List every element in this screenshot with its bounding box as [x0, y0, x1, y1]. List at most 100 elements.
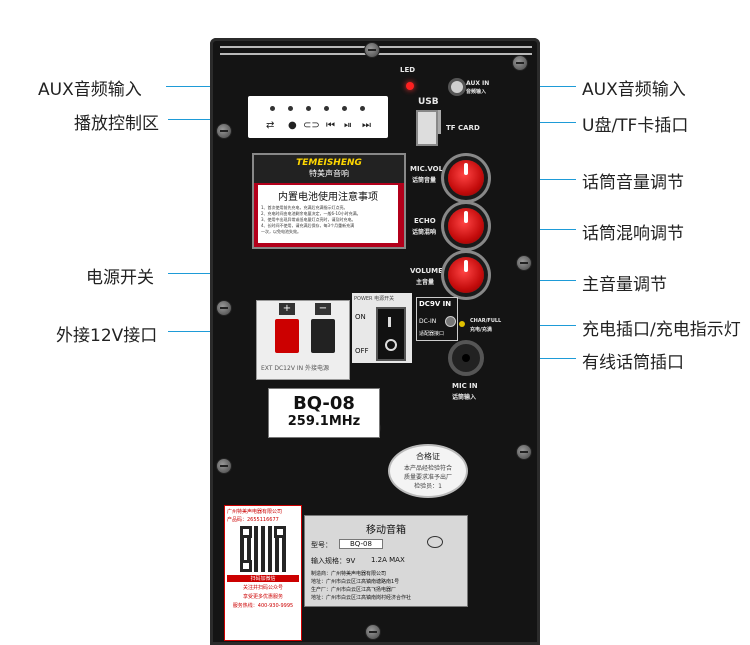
on-label: ON — [355, 313, 366, 321]
ext-12v-terminal: + − EXT DC12V IN 外接电源 — [256, 300, 350, 380]
dc-in-jack[interactable] — [445, 316, 456, 327]
echo-knob[interactable] — [448, 208, 484, 244]
callout-mic-volume: 话筒音量调节 — [582, 173, 684, 193]
mic-in-cn-label: 话筒输入 — [452, 394, 477, 401]
indicator-led-icon — [306, 106, 311, 111]
tf-card-label: TF CARD — [446, 124, 480, 132]
qr-line: 产品码：2655116677 — [227, 517, 279, 523]
mic-in-jack[interactable] — [448, 340, 484, 376]
playback-control-panel: ⇄ ● ⊂⊃ ⏮ ⏯ ⏭ — [248, 96, 388, 138]
negative-clip[interactable] — [311, 319, 335, 353]
main-volume-knob[interactable] — [448, 257, 484, 293]
screw-icon — [216, 123, 232, 139]
screw-icon — [516, 444, 532, 460]
off-label: OFF — [355, 347, 369, 355]
model-name: BQ-08 — [293, 393, 355, 414]
cert-line: 本产品经检验符合 — [403, 465, 452, 472]
warning-brand-header: TEMEISHENG 特美声音响 — [254, 155, 404, 183]
previous-icon[interactable]: ⏮ — [326, 120, 335, 131]
qr-line: 关注并扫码公众号 — [242, 585, 283, 591]
play-pause-icon[interactable]: ⏯ — [344, 120, 352, 131]
aux-in-cn-label: 音频输入 — [466, 89, 487, 95]
plate-title: 移动音箱 — [366, 525, 406, 536]
charfull-cn-label: 充电/充满 — [470, 327, 492, 333]
cert-line: 质量要求准予出厂 — [403, 474, 452, 481]
indicator-led-icon — [342, 106, 347, 111]
mic-volume-knob[interactable] — [448, 160, 484, 196]
callout-power-switch: 电源开关 — [86, 268, 154, 288]
mic-vol-cn-label: 话筒音量 — [412, 177, 437, 184]
mode-switch-icon[interactable]: ⇄ — [266, 120, 275, 131]
qr-finder-icon — [240, 560, 252, 572]
warning-line: 4、长时间不使用，请充满后保存，每3个月重新充满 — [261, 223, 355, 228]
echo-cn-label: 话筒混响 — [412, 229, 437, 236]
leader-line — [168, 119, 250, 120]
power-switch-housing: POWER 电源开关 ON OFF — [352, 293, 412, 363]
callout-echo: 话筒混响调节 — [582, 224, 684, 244]
dc-in-label: DC-IN — [419, 318, 437, 325]
qr-line: 服务热线：400-930-9995 — [232, 603, 294, 609]
screw-icon — [216, 300, 232, 316]
model-sticker: BQ-08 259.1MHz — [268, 388, 380, 438]
led-indicator — [406, 82, 414, 90]
plate-address-2: 地址：广州市白云区江高镇南岗村经济合作社 — [311, 595, 412, 601]
battery-warning-label: TEMEISHENG 特美声音响 内置电池使用注意事项 1、首次使用前先充电，充… — [252, 153, 406, 249]
rocker-mark-icon — [388, 317, 391, 327]
callout-ext-12v: 外接12V接口 — [56, 326, 158, 346]
certification-mark-icon — [427, 536, 443, 548]
power-rocker-switch[interactable] — [376, 307, 406, 361]
callout-main-volume: 主音量调节 — [582, 275, 667, 295]
tf-card-slot[interactable] — [438, 110, 441, 134]
callout-charge-port: 充电插口/充电指示灯 — [582, 320, 741, 340]
indicator-led-icon — [360, 106, 365, 111]
repeat-icon[interactable]: ⊂⊃ — [303, 120, 320, 131]
qr-finder-icon — [240, 526, 252, 538]
indicator-led-icon — [270, 106, 275, 111]
callout-playback-control: 播放控制区 — [74, 114, 159, 134]
plate-address: 地址：广州市白云区江高镇南塘路南1号 — [311, 579, 400, 585]
callout-aux-input-right: AUX音频输入 — [582, 80, 686, 100]
next-icon[interactable]: ⏭ — [362, 120, 371, 131]
aux-in-label: AUX IN — [466, 80, 490, 87]
brand-name-cn: 特美声音响 — [309, 169, 349, 178]
callout-mic-jack: 有线话筒插口 — [582, 353, 684, 373]
qr-code-card: 广州特美声电器有限公司 产品码：2655116677 扫码加微信 关注并扫码公众… — [224, 505, 302, 641]
aux-jack[interactable] — [448, 78, 466, 96]
dc9v-label: DC9V IN — [419, 300, 452, 308]
qr-line: 广州特美声电器有限公司 — [227, 509, 283, 515]
warning-line: 2、充电时间由电池剩余电量决定，一般6-10小时充满。 — [261, 211, 361, 216]
qr-line: 享受更多优惠服务 — [242, 594, 283, 600]
cert-line: 检验员：1 — [414, 483, 442, 490]
screw-icon — [516, 255, 532, 271]
positive-clip[interactable] — [275, 319, 299, 353]
warning-line: 一次，以免电池失效。 — [261, 229, 301, 234]
record-icon[interactable]: ● — [288, 120, 297, 131]
ext-dc-label: EXT DC12V IN 外接电源 — [261, 365, 329, 372]
mic-vol-label: MIC.VOL — [410, 165, 444, 173]
rocker-mark-icon — [385, 339, 397, 351]
usb-port[interactable] — [416, 110, 438, 146]
callout-aux-input-left: AUX音频输入 — [38, 80, 142, 100]
volume-label: VOLUME — [410, 267, 443, 275]
mic-in-label: MIC IN — [452, 382, 478, 390]
warning-line: 1、首次使用前先充电，充满后充满指示灯点亮。 — [261, 205, 348, 210]
plate-input-value: 1.2A MAX — [371, 556, 405, 564]
qr-code-icon[interactable] — [240, 526, 286, 572]
screw-icon — [365, 624, 381, 640]
quality-certificate-seal: 合格证 本产品经检验符合 质量要求准予出厂 检验员：1 — [388, 444, 468, 498]
plate-producer: 生产厂：广州市白云区江高飞扬电器厂 — [311, 587, 397, 593]
model-frequency: 259.1MHz — [287, 414, 361, 429]
plate-maker: 制造商：广州特美声电器有限公司 — [311, 571, 387, 577]
warning-line: 3、使用中出现异常或低电量灯点亮时，请及时充电。 — [261, 217, 356, 222]
indicator-led-icon — [324, 106, 329, 111]
plus-terminal-label: + — [279, 303, 295, 315]
indicator-led-icon — [288, 106, 293, 111]
power-switch-label: POWER 电源开关 — [354, 296, 395, 302]
minus-terminal-label: − — [315, 303, 331, 315]
volume-cn-label: 主音量 — [416, 279, 435, 286]
screw-icon — [216, 458, 232, 474]
screw-icon — [512, 55, 528, 71]
plate-input-label: 输入规格：9V — [311, 557, 356, 565]
led-label: LED — [400, 66, 416, 74]
qr-line: 扫码加微信 — [227, 575, 299, 582]
